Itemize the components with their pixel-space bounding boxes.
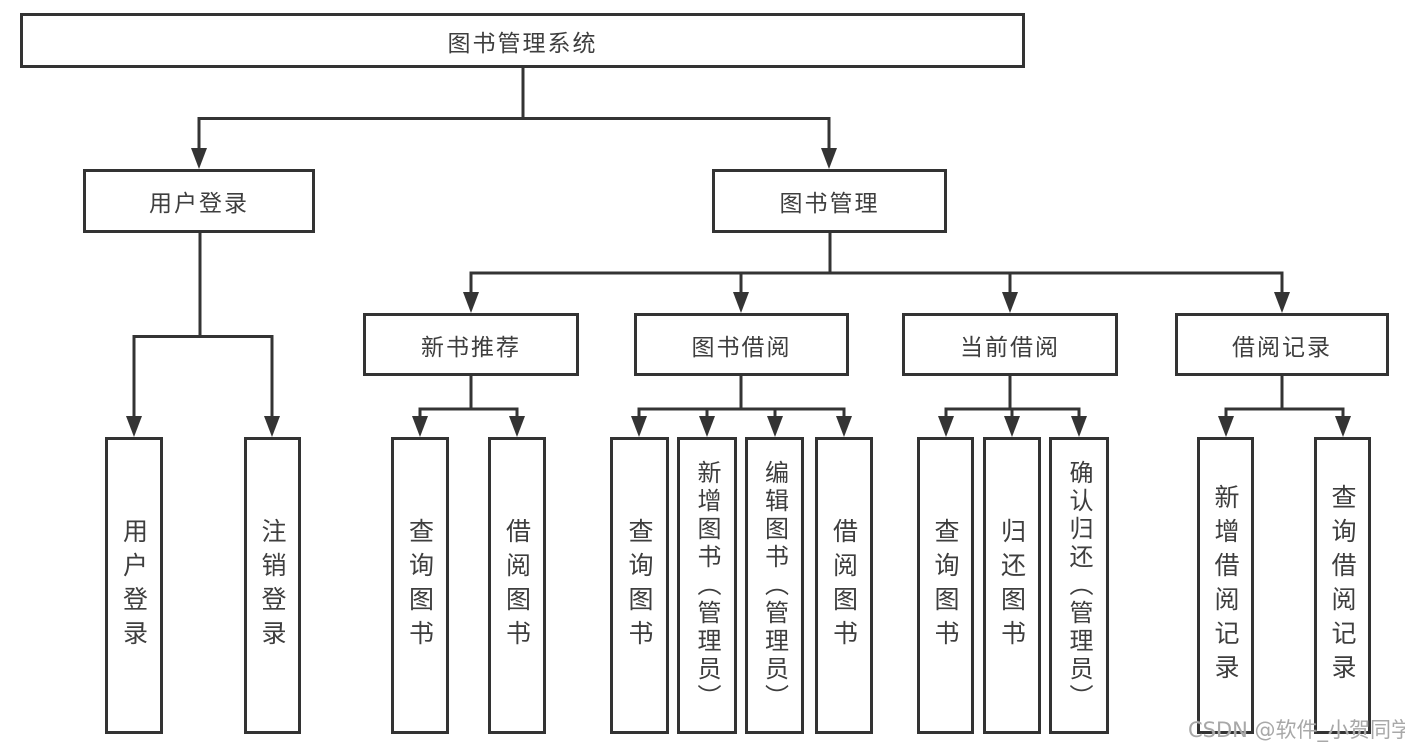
node-label: 借阅图书 — [829, 517, 859, 654]
leaf-edit-book-admin: 编辑图书（管理员） — [745, 437, 804, 734]
leaf-borrow-books-borrowing: 借阅图书 — [815, 437, 873, 734]
connector-book-borrowing-branch — [637, 376, 846, 419]
node-label: 图书管理 — [779, 191, 880, 217]
node-book-borrowing: 图书借阅 — [634, 313, 849, 376]
node-label: 用户登录 — [149, 191, 249, 217]
node-label: 图书管理系统 — [447, 30, 598, 57]
arrow-icon — [191, 148, 207, 169]
arrow-icon — [1004, 416, 1020, 437]
arrow-icon — [1274, 292, 1290, 313]
node-label: 编辑图书（管理员） — [760, 459, 789, 712]
leaf-add-book-admin: 新增图书（管理员） — [677, 437, 737, 734]
watermark: CSDN @软件_小贺同学 — [1188, 718, 1405, 742]
arrowheads — [126, 148, 1351, 437]
node-label: 查询借阅记录 — [1328, 483, 1357, 688]
arrow-icon — [699, 416, 715, 437]
leaf-return-book: 归还图书 — [983, 437, 1041, 734]
node-label: 借阅图书 — [502, 517, 532, 654]
arrow-icon — [412, 416, 428, 437]
leaf-query-books-recommend: 查询图书 — [391, 437, 449, 734]
node-borrowing-records: 借阅记录 — [1175, 313, 1389, 376]
node-library-management-system: 图书管理系统 — [20, 13, 1025, 68]
node-label: 用户登录 — [119, 517, 149, 654]
node-label: 注销登录 — [258, 517, 287, 654]
leaf-user-login: 用户登录 — [105, 437, 163, 734]
node-label: 当前借阅 — [960, 334, 1060, 361]
arrow-icon — [463, 292, 479, 313]
node-label: 新书推荐 — [421, 334, 521, 361]
arrow-icon — [631, 416, 647, 437]
arrow-icon — [733, 292, 749, 313]
node-label: 查询图书 — [625, 517, 654, 654]
node-label: 借阅记录 — [1232, 334, 1332, 361]
arrow-icon — [264, 416, 280, 437]
connector-new-book-branch — [418, 376, 519, 419]
arrow-icon — [1002, 292, 1018, 313]
node-label: 查询图书 — [931, 517, 960, 654]
connector-borrowing-records-branch — [1224, 376, 1345, 419]
node-label: 新增借阅记录 — [1211, 483, 1240, 688]
arrow-icon — [1218, 416, 1234, 437]
connector-current-borrowing-branch — [944, 376, 1081, 419]
arrow-icon — [938, 416, 954, 437]
node-user-login: 用户登录 — [83, 169, 315, 233]
node-current-borrowing: 当前借阅 — [902, 313, 1118, 376]
leaf-logout: 注销登录 — [244, 437, 301, 734]
connector-root-to-level2 — [197, 68, 831, 151]
arrow-icon — [509, 416, 525, 437]
arrow-icon — [836, 416, 852, 437]
node-book-management: 图书管理 — [712, 169, 947, 233]
leaf-query-books-current: 查询图书 — [917, 437, 974, 734]
node-label: 归还图书 — [997, 517, 1027, 654]
arrow-icon — [1071, 416, 1087, 437]
node-label: 新增图书（管理员） — [693, 459, 721, 712]
arrow-icon — [821, 148, 837, 169]
arrow-icon — [1335, 416, 1351, 437]
arrow-icon — [767, 416, 783, 437]
leaf-borrow-books-recommend: 借阅图书 — [488, 437, 546, 734]
connector-book-mgmt-to-level3 — [469, 233, 1284, 295]
leaf-query-borrow-record: 查询借阅记录 — [1314, 437, 1371, 734]
arrow-icon — [126, 416, 142, 437]
node-label: 图书借阅 — [691, 334, 792, 361]
leaf-add-borrow-record: 新增借阅记录 — [1197, 437, 1254, 734]
node-label: 查询图书 — [405, 517, 435, 654]
node-new-book-recommend: 新书推荐 — [363, 313, 579, 376]
node-label: 确认归还（管理员） — [1065, 459, 1093, 712]
leaf-query-books-borrowing: 查询图书 — [610, 437, 669, 734]
connector-user-login-branch — [132, 233, 274, 419]
leaf-confirm-return-admin: 确认归还（管理员） — [1049, 437, 1109, 734]
